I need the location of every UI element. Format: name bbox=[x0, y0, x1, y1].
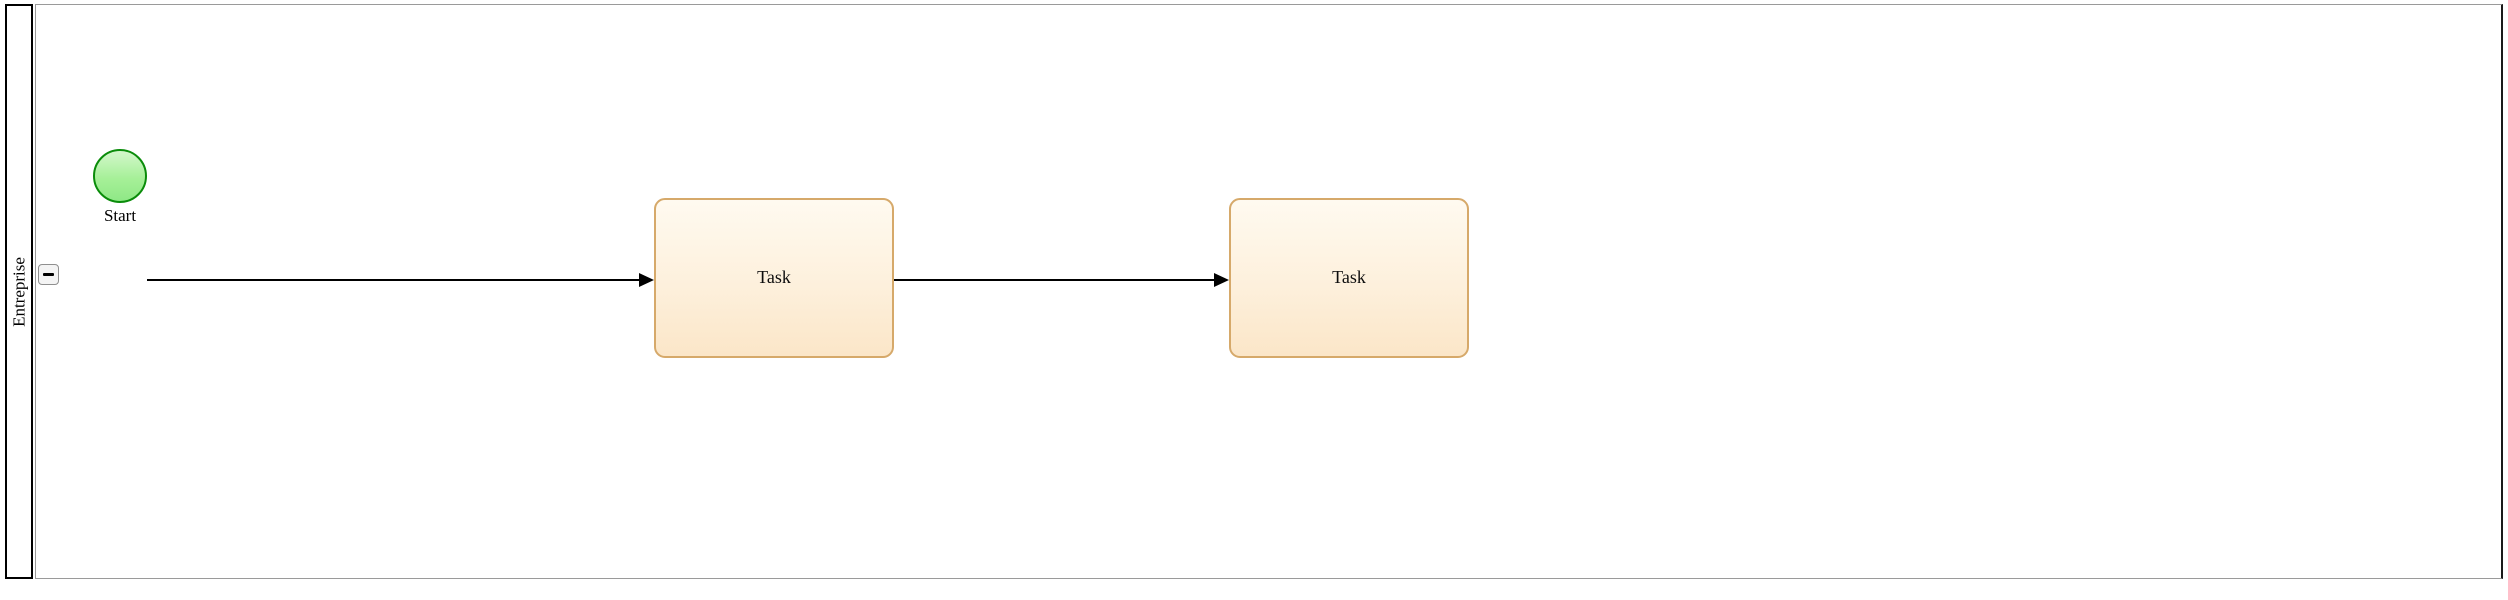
task-label: Task bbox=[757, 267, 791, 288]
task-label: Task bbox=[1332, 267, 1366, 288]
flow-line bbox=[894, 279, 1214, 281]
start-event-circle bbox=[93, 149, 147, 203]
start-event-label: Start bbox=[103, 206, 137, 225]
start-event-node[interactable] bbox=[93, 149, 147, 203]
arrow-head-icon bbox=[639, 273, 654, 287]
arrow-head-icon bbox=[1214, 273, 1229, 287]
lane-header[interactable]: Entreprise bbox=[5, 4, 33, 579]
task-node-2[interactable]: Task bbox=[1229, 198, 1469, 358]
minus-icon bbox=[43, 273, 54, 276]
collapse-toggle-button[interactable] bbox=[38, 264, 59, 285]
flow-line bbox=[147, 279, 639, 281]
lane-label: Entreprise bbox=[9, 256, 29, 327]
task-node-1[interactable]: Task bbox=[654, 198, 894, 358]
